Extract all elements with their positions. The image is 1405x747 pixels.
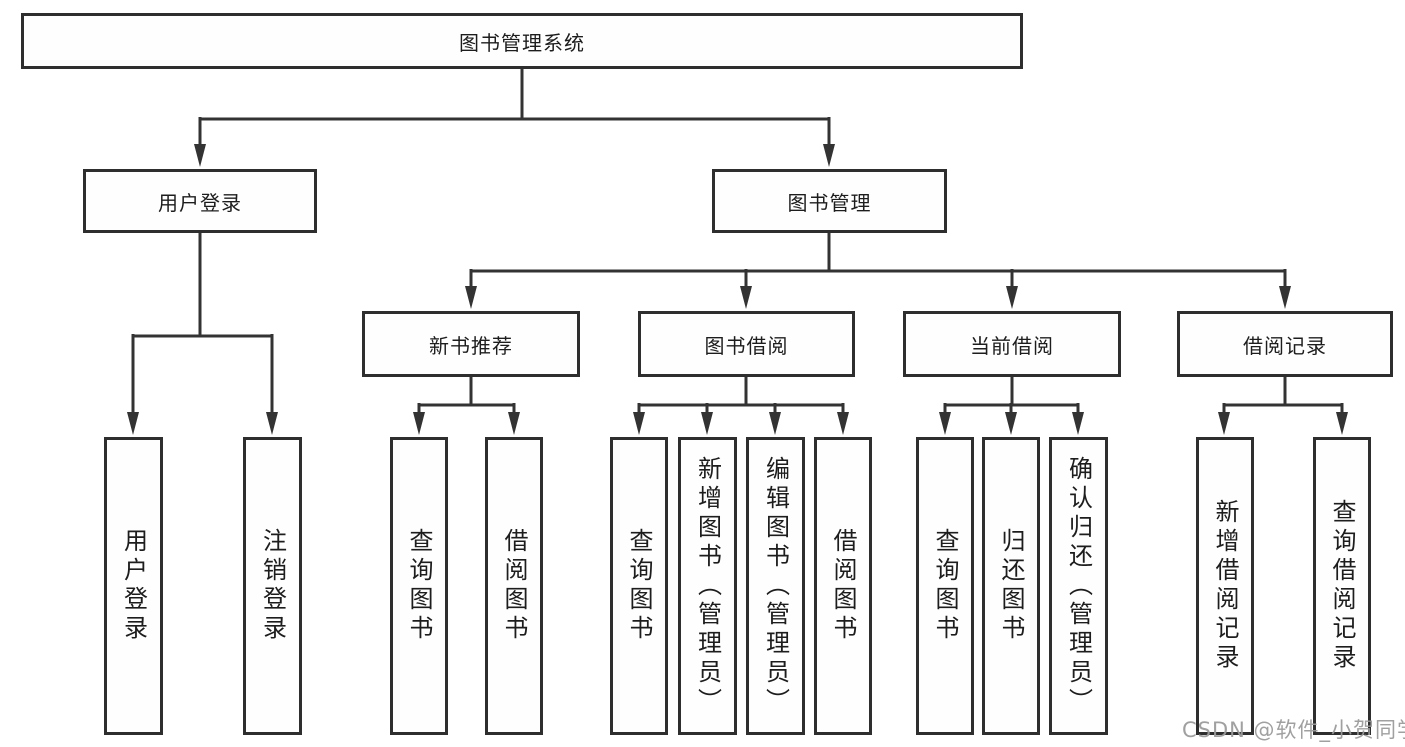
node-label: 新书推荐	[429, 333, 513, 358]
leaf-borrow-book-2: 借阅图书	[814, 437, 872, 735]
node-borrow-record: 借阅记录	[1177, 311, 1393, 377]
node-label: 确认归还（管理员）	[1064, 455, 1093, 717]
node-label: 新增图书（管理员）	[693, 455, 722, 717]
node-label: 用户登录	[119, 528, 148, 644]
node-label: 借阅记录	[1243, 333, 1327, 358]
node-new-book-recommend: 新书推荐	[362, 311, 580, 377]
leaf-add-borrow-record: 新增借阅记录	[1196, 437, 1254, 735]
edge-book-borrow-to-leaves	[633, 377, 849, 435]
node-current-borrow: 当前借阅	[903, 311, 1121, 377]
edge-root-to-level2	[194, 69, 835, 167]
edge-current-borrow-to-leaves	[939, 377, 1084, 435]
leaf-logout: 注销登录	[243, 437, 302, 735]
node-label: 新增借阅记录	[1211, 499, 1239, 673]
node-label: 借阅图书	[500, 528, 528, 644]
leaf-query-book-2: 查询图书	[610, 437, 668, 735]
leaf-confirm-return-admin: 确认归还（管理员）	[1049, 437, 1108, 735]
node-book-borrow: 图书借阅	[638, 311, 855, 377]
leaf-borrow-book-1: 借阅图书	[485, 437, 543, 735]
node-label: 图书管理系统	[459, 30, 585, 55]
node-label: 图书管理	[787, 190, 872, 215]
node-label: 归还图书	[997, 528, 1025, 644]
csdn-watermark: CSDN @软件_小贺同学	[1182, 718, 1405, 742]
leaf-user-login: 用户登录	[104, 437, 163, 735]
leaf-query-book-1: 查询图书	[390, 437, 448, 735]
node-label: 注销登录	[258, 528, 287, 644]
node-label: 当前借阅	[970, 333, 1054, 358]
node-label: 查询图书	[625, 528, 653, 644]
node-label: 查询图书	[931, 528, 959, 644]
leaf-query-borrow-record: 查询借阅记录	[1313, 437, 1371, 735]
edge-user-login-to-leaves	[127, 233, 278, 435]
leaf-edit-book-admin: 编辑图书（管理员）	[746, 437, 805, 735]
node-user-login: 用户登录	[83, 169, 317, 233]
node-label: 借阅图书	[829, 528, 857, 644]
node-label: 编辑图书（管理员）	[761, 455, 790, 717]
node-label: 查询借阅记录	[1328, 499, 1356, 673]
edge-borrow-record-to-leaves	[1218, 377, 1348, 435]
node-label: 用户登录	[158, 190, 242, 215]
edge-new-book-to-leaves	[413, 377, 520, 435]
node-book-management: 图书管理	[712, 169, 947, 233]
leaf-return-book: 归还图书	[982, 437, 1040, 735]
leaf-query-book-3: 查询图书	[916, 437, 974, 735]
leaf-add-book-admin: 新增图书（管理员）	[678, 437, 737, 735]
node-library-management-system: 图书管理系统	[21, 13, 1023, 69]
edge-book-mgmt-to-level3	[465, 233, 1291, 309]
node-label: 图书借阅	[704, 333, 789, 358]
node-label: 查询图书	[405, 528, 433, 644]
